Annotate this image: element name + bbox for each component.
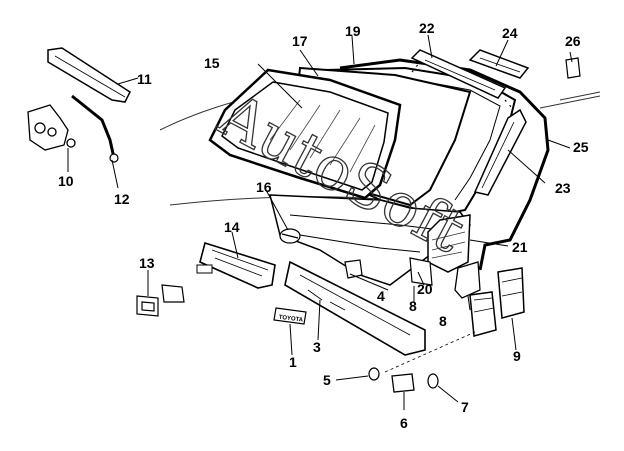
callout-23: 23 (555, 180, 571, 196)
part-14-lamp-housing (199, 241, 276, 289)
dashed-guide-line (384, 331, 476, 373)
part-13-lamp (136, 284, 185, 317)
callout-4: 4 (377, 288, 385, 304)
callout-labels: 1 3 4 5 6 7 8 8 9 10 11 12 13 14 15 16 1… (58, 20, 589, 431)
back-door-panel-detail (289, 214, 441, 253)
part-4-lock-cylinder (344, 259, 363, 279)
part-10-wiper-motor (27, 104, 76, 151)
part-6-cover (391, 373, 415, 393)
part-24-detail (479, 57, 521, 73)
lamp-lens (196, 264, 213, 274)
callout-21: 21 (512, 239, 528, 255)
callout-8-a: 8 (409, 298, 417, 314)
callout-1: 1 (289, 354, 297, 370)
part-11-wiper-blade (47, 47, 131, 103)
callout-20: 20 (417, 281, 433, 297)
part-15-back-glass-outer (208, 68, 402, 200)
part-3-garnish-detail (299, 274, 411, 336)
part-21-bracket (427, 214, 471, 273)
part-15-back-glass-inner (221, 81, 389, 191)
callout-12: 12 (114, 191, 130, 207)
callout-19: 19 (345, 23, 361, 39)
part-23-detail (481, 121, 515, 189)
part-12-wiper-arm (71, 94, 116, 159)
part-1-emblem: TOYOTA (273, 307, 307, 325)
callout-25: 25 (573, 139, 589, 155)
part-16-hinge (279, 228, 301, 244)
part-24-lamp-cover (468, 49, 530, 79)
part-15-glass-hatch (269, 99, 376, 173)
part-26-clip (565, 57, 581, 79)
callout-8-b: 8 (439, 313, 447, 329)
callout-5: 5 (323, 372, 331, 388)
callout-11: 11 (137, 71, 152, 87)
part-7-clip (427, 373, 439, 389)
callout-6: 6 (400, 415, 408, 431)
part-20-lock (409, 257, 433, 286)
part-12-arm-pivot (109, 153, 119, 163)
callout-7: 7 (461, 399, 469, 415)
callout-26: 26 (565, 33, 581, 49)
callout-15: 15 (204, 55, 220, 71)
callout-14: 14 (224, 219, 240, 235)
part-22-dashes (411, 61, 513, 109)
part-22-detail (424, 59, 496, 91)
callout-9: 9 (513, 348, 521, 364)
part-21-hatch (431, 231, 466, 259)
callout-24: 24 (502, 25, 518, 41)
part-11-blade-detail (54, 55, 126, 98)
part-5-clip (368, 367, 380, 381)
part-3-garnish (284, 260, 426, 356)
part-14-detail (211, 249, 269, 277)
callout-10: 10 (58, 173, 74, 189)
callout-13: 13 (139, 255, 155, 271)
part-8-latch (454, 261, 481, 299)
leader-lines (67, 34, 573, 410)
callout-22: 22 (419, 20, 435, 36)
part-23-side-garnish (473, 108, 527, 196)
callout-3: 3 (313, 339, 321, 355)
emblem-badge-text: TOYOTA (278, 315, 304, 324)
callout-16: 16 (256, 179, 272, 195)
callout-17: 17 (292, 33, 308, 49)
part-9-rear-lamp (469, 267, 525, 337)
